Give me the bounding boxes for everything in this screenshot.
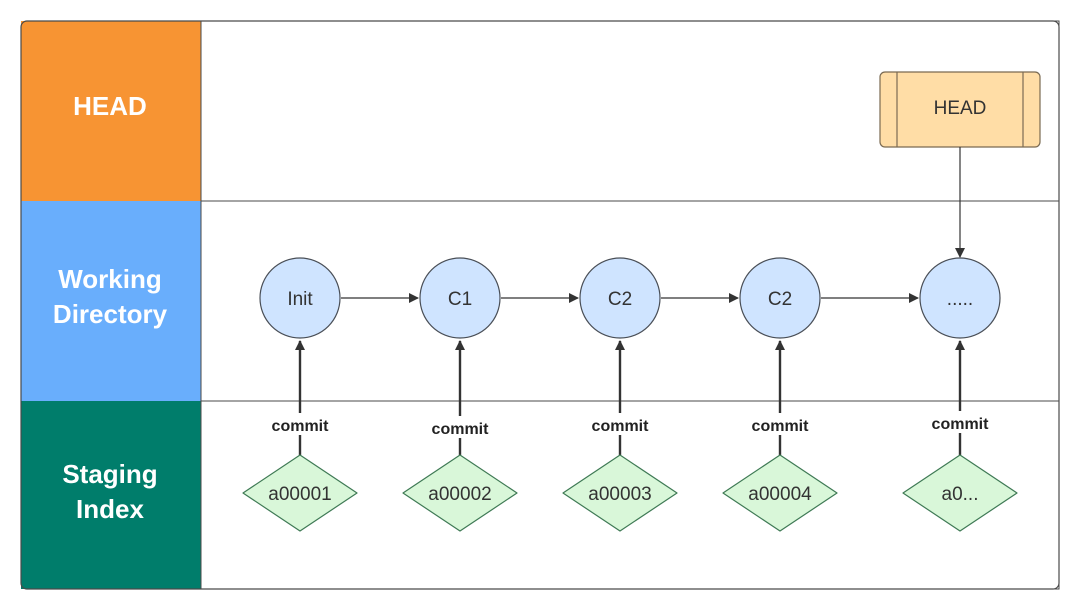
lane-staging-index-title-line-1: Staging [62, 459, 157, 489]
commit-node-label: C2 [608, 289, 632, 310]
commit-label-2: commit [432, 421, 490, 438]
commit-node-label: ..... [947, 289, 973, 310]
staged-node: a00001 [242, 454, 358, 532]
commit-label-4: commit [752, 418, 810, 435]
lane-working-directory-title-line-2: Directory [53, 299, 168, 329]
commit-label-5: commit [932, 416, 990, 433]
staged-node: a00003 [562, 454, 678, 532]
commit-node: C2 [579, 257, 661, 339]
lane-staging-index: Staging Index [21, 400, 1060, 590]
commit-labels: commit commit commit commit commit [265, 411, 995, 438]
commit-label-bg-5 [925, 411, 995, 433]
commit-node-circle [419, 257, 501, 339]
head-pointer: HEAD [879, 71, 1041, 148]
staged-node-diamond [902, 454, 1018, 532]
commit-node-circle [919, 257, 1001, 339]
diagram-frame [20, 20, 1060, 590]
lane-head-title: HEAD [73, 91, 147, 121]
commit-node-label: Init [287, 289, 313, 310]
lane-working-directory-title-line-1: Working [58, 264, 162, 294]
commit-node: ..... [919, 257, 1001, 339]
commit-label-bg-2 [425, 416, 495, 438]
lane-working-directory: Working Directory [21, 200, 1060, 402]
commit-node: Init [259, 257, 341, 339]
lane-staging-index-title-line-2: Index [76, 494, 144, 524]
commit-node-label: C2 [768, 289, 792, 310]
staged-node-label: a0... [942, 484, 979, 505]
commit-nodes: Init C1 C2 C2 ..... [259, 257, 1001, 339]
staged-node-label: a00002 [428, 484, 491, 505]
lane-staging-index-header [21, 401, 201, 589]
head-pointer-label: HEAD [934, 98, 987, 119]
staged-node: a0... [902, 454, 1018, 532]
staged-node: a00002 [402, 454, 518, 532]
staged-node-diamond [562, 454, 678, 532]
lane-head-header [21, 21, 201, 201]
staged-node-label: a00004 [748, 484, 812, 505]
commit-label-bg-4 [745, 413, 815, 435]
commit-node-circle [739, 257, 821, 339]
commit-label-bg-1 [265, 413, 335, 435]
staged-node-label: a00001 [268, 484, 331, 505]
staged-node-diamond [722, 454, 838, 532]
commit-label-1: commit [272, 418, 330, 435]
commit-node: C2 [739, 257, 821, 339]
staged-nodes: a00001 a00002 a00003 a00004 a0... [242, 454, 1018, 532]
commit-node-label: C1 [448, 289, 472, 310]
staged-node-label: a00003 [588, 484, 651, 505]
staged-node-diamond [242, 454, 358, 532]
lane-working-directory-header [21, 201, 201, 401]
commit-node-circle [579, 257, 661, 339]
commit-label-bg-3 [585, 413, 655, 435]
commit-node: C1 [419, 257, 501, 339]
staged-node: a00004 [722, 454, 838, 532]
commit-arrows [295, 340, 965, 455]
commit-label-3: commit [592, 418, 650, 435]
staged-node-diamond [402, 454, 518, 532]
commit-node-circle [259, 257, 341, 339]
